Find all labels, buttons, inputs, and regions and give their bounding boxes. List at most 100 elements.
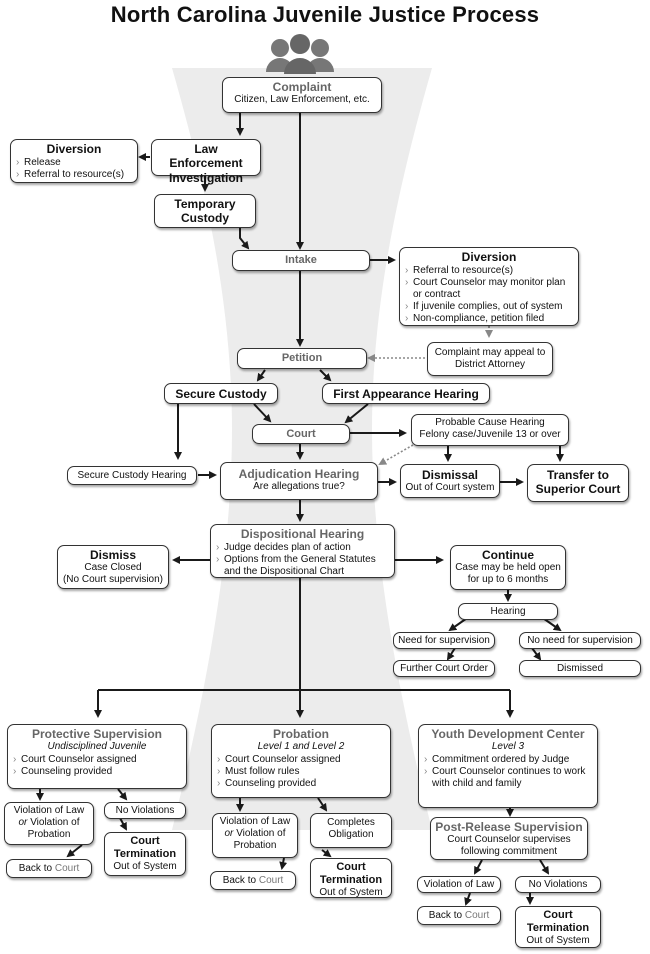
node-hearing-title: Hearing	[490, 606, 526, 617]
list-item: Release	[15, 157, 133, 169]
node-ps-termination-line2: Termination	[113, 848, 177, 861]
node-dismiss-line1: Case Closed	[84, 562, 142, 574]
node-law-enforcement: Law Enforcement Investigation	[151, 139, 261, 185]
list-item: Counseling provided	[216, 778, 386, 790]
node-pr-completes: Completes Obligation	[310, 813, 392, 848]
node-diversion-right-list: Referral to resource(s) Court Counselor …	[404, 265, 574, 325]
people-group-icon	[266, 34, 334, 74]
arrow-petition-secure	[256, 369, 266, 382]
node-pr-termination-line3: Out of System	[319, 887, 383, 899]
node-y-back-prefix: Back to	[428, 910, 463, 921]
node-dismissed: Dismissed	[519, 660, 641, 677]
node-temporary-custody-line1: Temporary	[174, 197, 236, 211]
node-transfer-line1: Transfer to	[546, 468, 609, 482]
node-protective-supervision: Protective Supervision Undisciplined Juv…	[7, 724, 187, 789]
node-dismissal: Dismissal Out of Court system	[400, 464, 500, 498]
node-pr-violation: Violation of Law or Violation of Probati…	[212, 813, 298, 858]
node-pr-violation-line2-wrap: or Violation of	[217, 828, 293, 840]
list-item: Referral to resource(s)	[15, 169, 133, 181]
node-law-enforcement-line1: Law Enforcement	[169, 142, 243, 171]
node-court: Court	[252, 424, 350, 444]
node-further-court-order: Further Court Order	[393, 660, 495, 677]
node-pr-violation-line2: Violation of	[236, 828, 286, 839]
node-appeal: Complaint may appeal to District Attorne…	[427, 342, 553, 376]
node-post-release-line2: following commitment	[460, 846, 558, 858]
arrow-noneed-dismissed	[531, 647, 542, 661]
node-protective-list: Court Counselor assigned Counseling prov…	[12, 754, 182, 778]
node-continue-title: Continue	[482, 548, 534, 562]
list-item: Court Counselor may monitor plan or cont…	[404, 277, 574, 301]
node-pr-completes-line2: Obligation	[328, 829, 374, 840]
node-probation-title: Probation	[273, 727, 329, 741]
arrow-ps-back	[66, 844, 83, 858]
node-pr-termination: Court Termination Out of System	[310, 858, 392, 898]
list-item: Court Counselor assigned	[216, 754, 386, 766]
node-y-termination: Court Termination Out of System	[515, 906, 601, 948]
node-pr-termination-line1: Court	[336, 861, 366, 873]
node-hearing: Hearing	[458, 603, 558, 620]
page-title: North Carolina Juvenile Justice Process	[110, 2, 540, 27]
node-probable-cause-line1: Probable Cause Hearing	[435, 417, 545, 428]
node-protective-title: Protective Supervision	[31, 727, 163, 741]
list-item: If juvenile complies, out of system	[404, 301, 574, 313]
node-y-back-to-court: Back to Court	[417, 906, 501, 925]
node-temporary-custody: Temporary Custody	[154, 194, 256, 228]
node-petition: Petition	[237, 348, 367, 369]
list-item: Must follow rules	[216, 766, 386, 778]
node-dismissed-title: Dismissed	[556, 663, 604, 674]
node-protective-sub: Undisciplined Juvenile	[47, 741, 147, 753]
node-ydc-list: Commitment ordered by Judge Court Counse…	[423, 754, 593, 790]
node-ps-no-violations-title: No Violations	[115, 805, 175, 816]
node-petition-title: Petition	[281, 352, 323, 364]
node-pr-back-court: Court	[258, 875, 284, 886]
node-continue: Continue Case may be held open for up to…	[450, 545, 566, 590]
node-secure-custody: Secure Custody	[164, 383, 278, 404]
node-y-termination-line3: Out of System	[526, 935, 590, 947]
node-ps-violation-line1: Violation of Law	[13, 805, 85, 816]
node-continue-line2: for up to 6 months	[467, 574, 549, 586]
node-complaint: Complaint Citizen, Law Enforcement, etc.	[222, 77, 382, 113]
node-youth-development-center: Youth Development Center Level 3 Commitm…	[418, 724, 598, 808]
node-adjudication: Adjudication Hearing Are allegations tru…	[220, 462, 378, 500]
node-pr-completes-line1: Completes	[327, 817, 375, 828]
arrow-petition-firstapp	[319, 369, 332, 382]
node-further-court-order-title: Further Court Order	[400, 663, 488, 674]
node-pr-violation-or: or	[224, 828, 234, 839]
node-y-termination-line2: Termination	[526, 922, 590, 935]
node-dismissal-sub: Out of Court system	[405, 482, 495, 494]
node-probable-cause: Probable Cause Hearing Felony case/Juven…	[411, 414, 569, 446]
list-item: Court Counselor assigned	[12, 754, 182, 766]
node-y-back-court: Court	[464, 910, 490, 921]
node-appeal-line2: District Attorney	[454, 359, 526, 370]
node-diversion-left-list: Release Referral to resource(s)	[15, 157, 133, 181]
list-item: Commitment ordered by Judge	[423, 754, 593, 766]
node-transfer: Transfer to Superior Court	[527, 464, 629, 502]
arrow-post-noviolation	[539, 859, 550, 875]
node-dismiss: Dismiss Case Closed (No Court supervisio…	[57, 545, 169, 589]
node-intake: Intake	[232, 250, 370, 271]
list-item: Referral to resource(s)	[404, 265, 574, 277]
node-adjudication-sub: Are allegations true?	[253, 481, 345, 493]
node-need-supervision: Need for supervision	[393, 632, 495, 649]
arrow-firstapp-court	[344, 403, 369, 424]
node-intake-title: Intake	[285, 254, 317, 266]
node-probation: Probation Level 1 and Level 2 Court Coun…	[211, 724, 391, 798]
node-dispositional-list: Judge decides plan of action Options fro…	[215, 542, 390, 578]
node-ydc-sub: Level 3	[491, 741, 525, 753]
node-diversion-left-title: Diversion	[46, 142, 102, 156]
node-dismiss-line2: (No Court supervision)	[62, 574, 164, 586]
node-ps-back-court: Court	[54, 863, 80, 874]
node-pr-back-to-court: Back to Court	[210, 871, 296, 890]
node-dismissal-title: Dismissal	[421, 468, 479, 482]
node-y-no-violations-title: No Violations	[528, 879, 588, 890]
node-no-need-supervision: No need for supervision	[519, 632, 641, 649]
node-law-enforcement-line2: Investigation	[168, 170, 243, 185]
arrow-custody-intake	[239, 228, 250, 250]
node-ps-violation-line2-wrap: or Violation of	[9, 817, 89, 829]
node-probation-sub: Level 1 and Level 2	[257, 741, 345, 753]
list-item: Judge decides plan of action	[215, 542, 390, 554]
list-item: Options from the General Statutes and th…	[215, 554, 390, 578]
node-y-no-violations: No Violations	[515, 876, 601, 893]
node-no-need-supervision-title: No need for supervision	[527, 635, 633, 646]
